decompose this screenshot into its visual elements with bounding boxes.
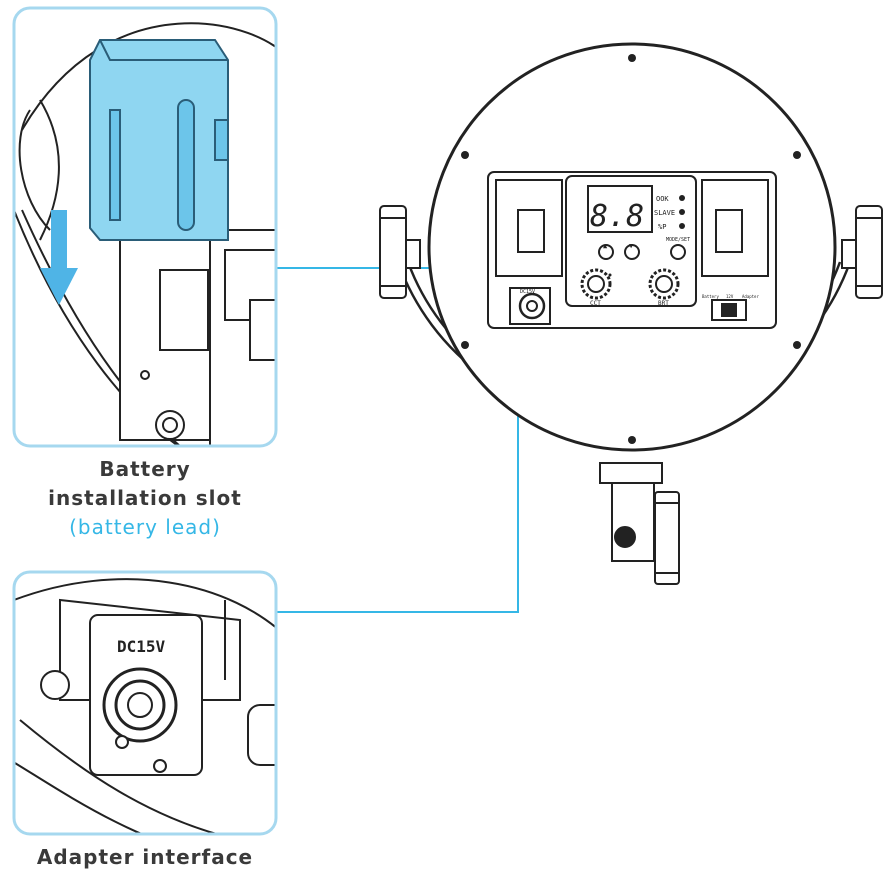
battery-caption: Battery installation slot (battery lead) xyxy=(14,455,276,542)
left-knob xyxy=(379,205,407,299)
light-unit xyxy=(379,42,883,585)
svg-text:CCT: CCT xyxy=(590,300,601,307)
svg-text:BRT: BRT xyxy=(658,300,669,307)
down-button xyxy=(624,244,640,260)
svg-text:12V: 12V xyxy=(726,294,734,299)
battery-caption-line1: Battery xyxy=(99,457,191,481)
svg-text:▼: ▼ xyxy=(629,242,634,250)
down-arrow xyxy=(40,268,78,305)
display-digits: 8.8 xyxy=(590,199,644,234)
dc15v-zoom-label: DC15V xyxy=(117,637,166,656)
battery-caption-line2: installation slot xyxy=(48,486,242,510)
svg-text:DC15V: DC15V xyxy=(520,289,535,295)
up-button xyxy=(598,244,614,260)
svg-text:SLAVE: SLAVE xyxy=(654,209,675,217)
svg-text:▲: ▲ xyxy=(603,242,608,250)
adapter-caption: Adapter interface xyxy=(14,843,276,871)
battery xyxy=(89,39,229,241)
svg-text:Adapter: Adapter xyxy=(742,294,759,299)
svg-text:OOK: OOK xyxy=(656,195,669,203)
led-display xyxy=(587,185,653,233)
battery-caption-sub: (battery lead) xyxy=(69,515,221,539)
adapter-zoom-panel xyxy=(14,578,276,834)
adapter-caption-text: Adapter interface xyxy=(36,845,254,869)
svg-text:MODE/SET: MODE/SET xyxy=(666,237,690,243)
adapter-zoom-frame xyxy=(12,570,278,836)
svg-text:%P: %P xyxy=(658,223,666,231)
svg-text:Battery: Battery xyxy=(702,294,719,299)
panel-labels: 8.8 OOK SLAVE %P MODE/SET CCT BRT DC15V … xyxy=(520,195,759,307)
mode-button xyxy=(670,244,686,260)
right-knob xyxy=(855,205,883,299)
battery-zoom-frame xyxy=(12,6,278,448)
battery-zoom-panel xyxy=(14,22,276,446)
